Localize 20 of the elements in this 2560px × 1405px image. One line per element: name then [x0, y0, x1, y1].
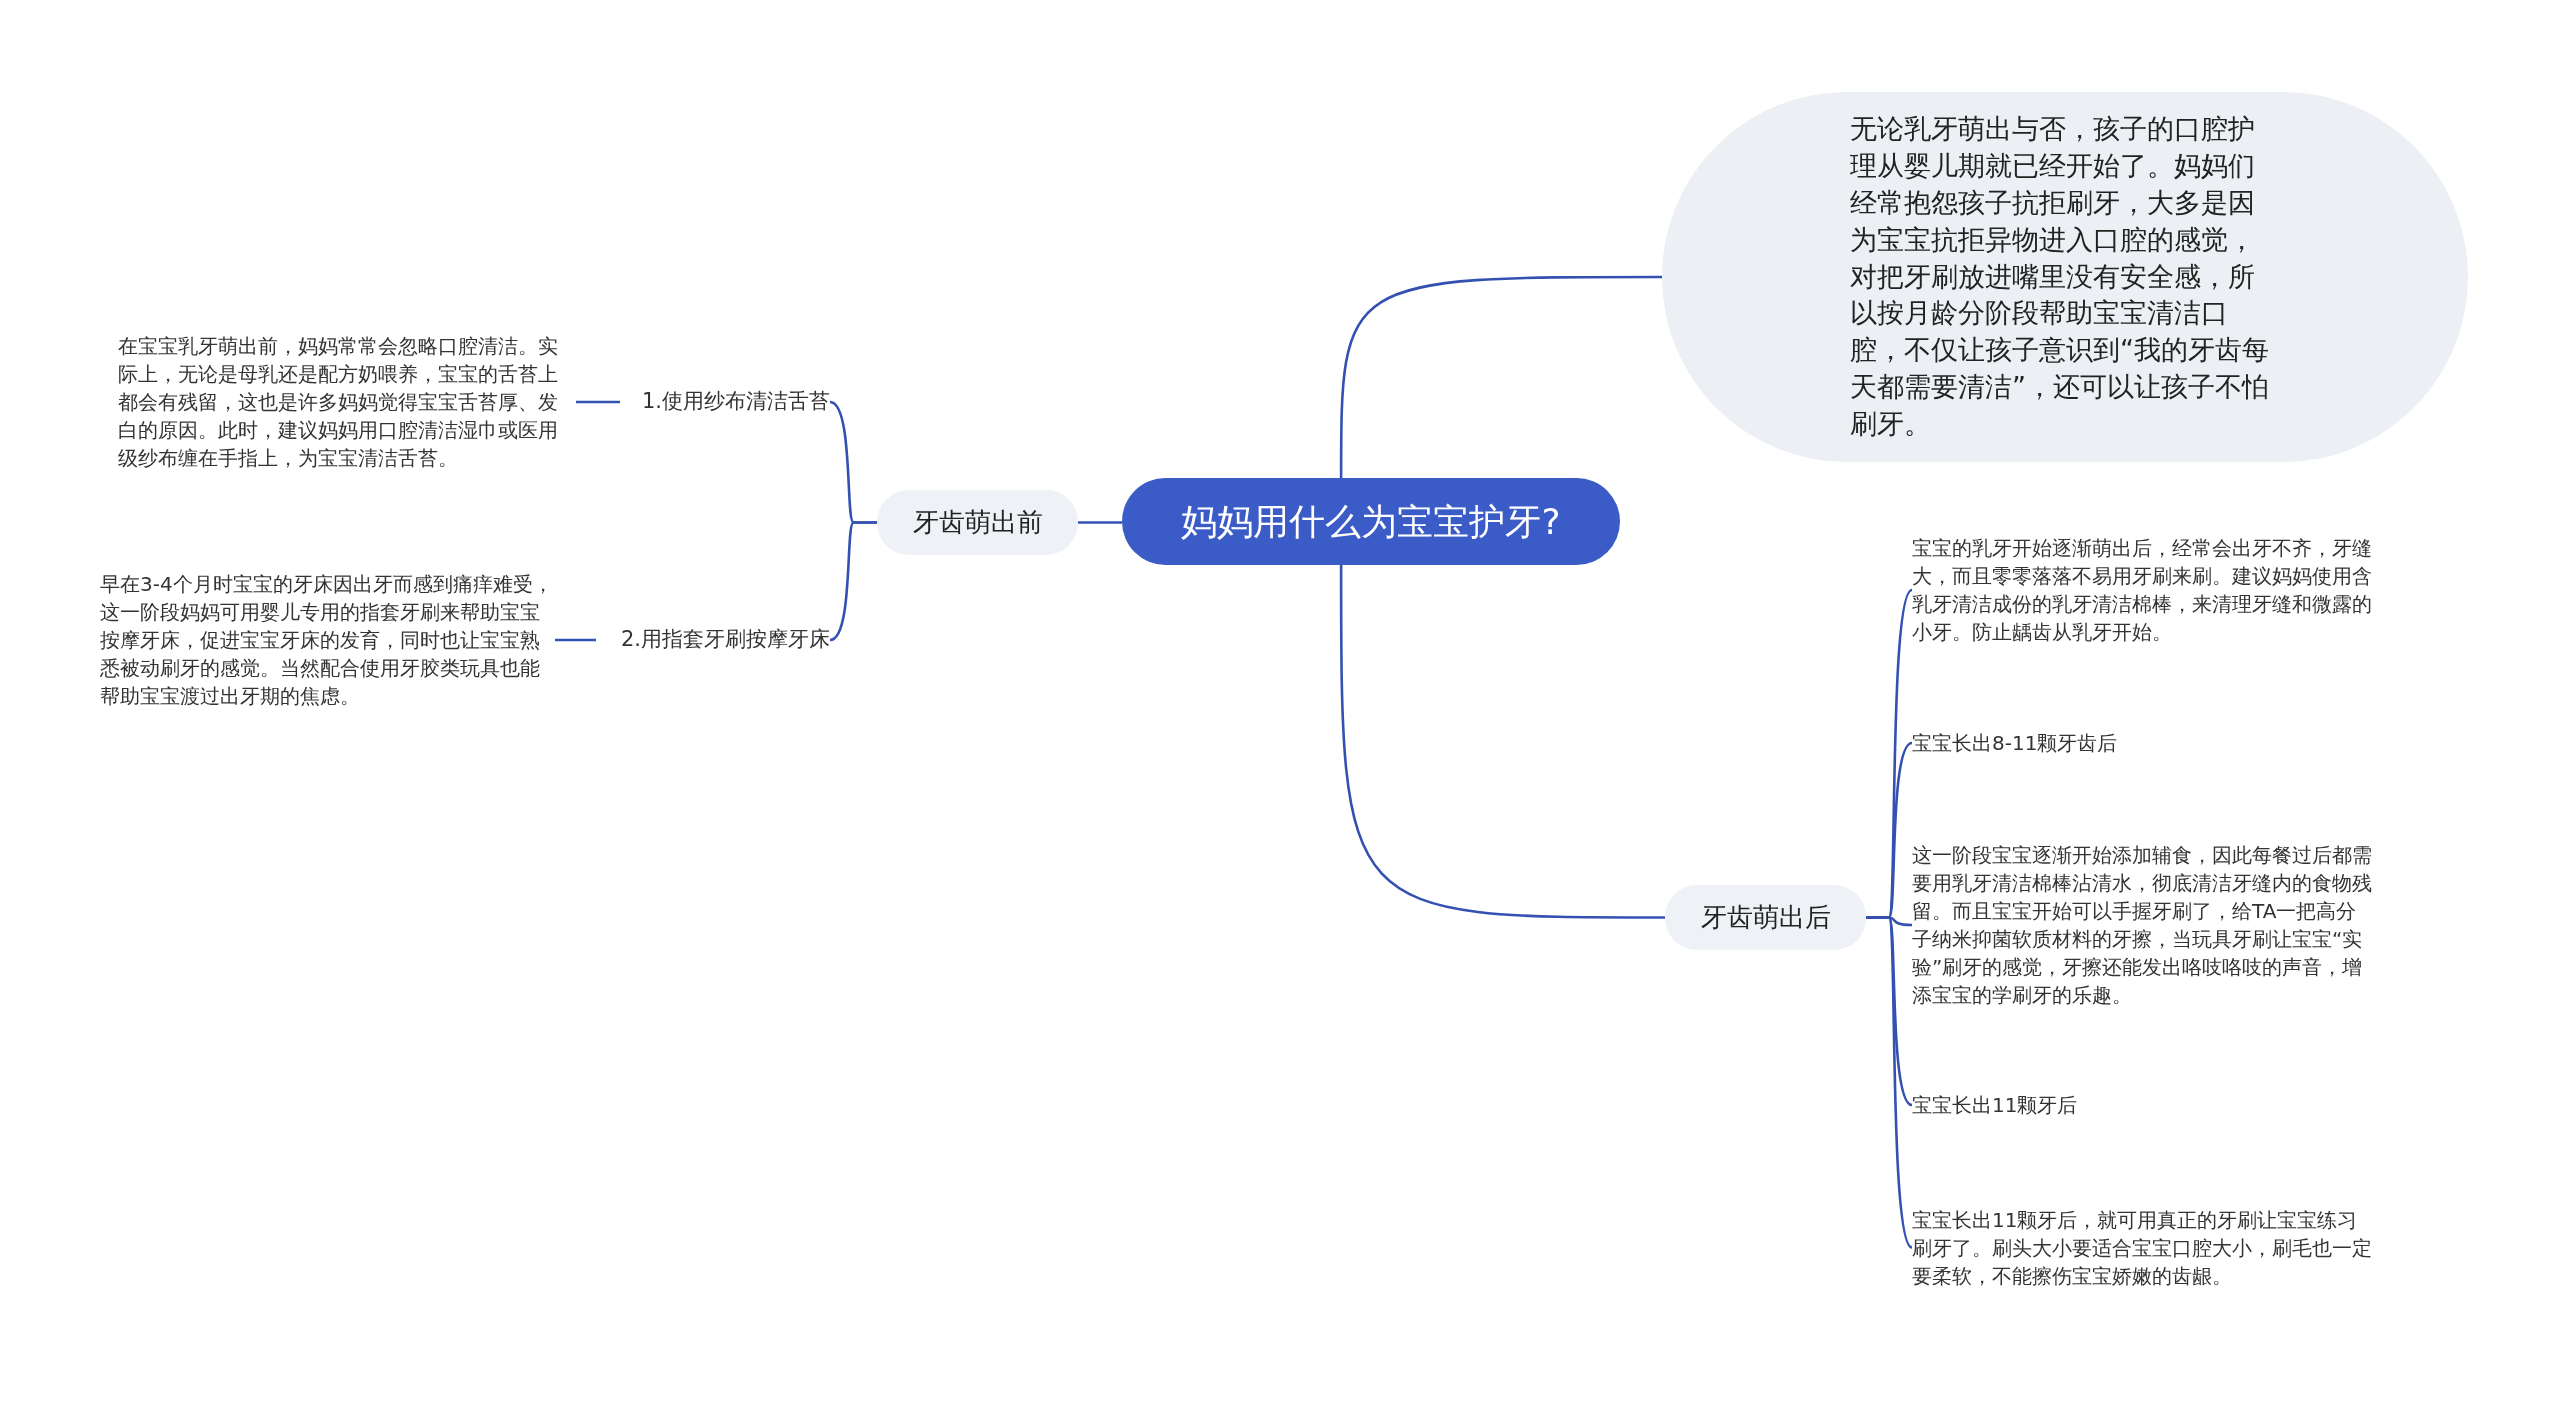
connector-line — [555, 638, 596, 642]
note-text: 宝宝长出11颗牙后 — [1912, 1085, 2372, 1125]
branch-topic: 牙齿萌出后 — [1665, 885, 1866, 950]
connector-line — [1866, 916, 1914, 1249]
connector-line — [1078, 521, 1122, 524]
note-text: 早在3-4个月时宝宝的牙床因出牙而感到痛痒难受，这一阶段妈妈可用婴儿专用的指套牙刷来帮助宝宝按摩牙床，促进宝宝牙床的发育，同时也让宝宝熟悉被动刷牙的感觉。当然配合使用牙胶类玩具也能帮助宝宝渡过出牙期的焦虑。 — [100, 550, 555, 730]
connector-line — [1339, 565, 1665, 919]
note-text: 宝宝长出11颗牙后，就可用真正的牙刷让宝宝练习刷牙了。刷头大小要适合宝宝口腔大小，刷毛也一定要柔软，不能擦伤宝宝娇嫩的齿龈。 — [1912, 1185, 2372, 1310]
connector-line — [829, 521, 877, 642]
central-topic: 妈妈用什么为宝宝护牙? — [1122, 478, 1620, 565]
note-text: 宝宝长出8-11颗牙齿后 — [1912, 723, 2372, 763]
connector-line — [576, 400, 620, 404]
note-text: 宝宝的乳牙开始逐渐萌出后，经常会出牙不齐，牙缝大，而且零零落落不易用牙刷来刷。建议妈妈使用含乳牙清洁成份的乳牙清洁棉棒，来清理牙缝和微露的小牙。防止龋齿从乳牙开始。 — [1912, 515, 2372, 665]
note-bubble: 无论乳牙萌出与否，孩子的口腔护理从婴儿期就已经开始了。妈妈们经常抱怨孩子抗拒刷牙，大多是因为宝宝抗拒异物进入口腔的感觉，对把牙刷放进嘴里没有安全感，所以按月龄分阶段帮助宝宝清洁口腔，不仅让孩子意识到“我的牙齿每天都需要清洁”，还可以让孩子不怕刷牙。 — [1662, 92, 2468, 462]
connector-line — [1339, 275, 1662, 478]
branch-topic: 牙齿萌出前 — [877, 490, 1078, 555]
note-text: 在宝宝乳牙萌出前，妈妈常常会忽略口腔清洁。实际上，无论是母乳还是配方奶喂养，宝宝的舌苔上都会有残留，这也是许多妈妈觉得宝宝舌苔厚、发白的原因。此时，建议妈妈用口腔清洁湿巾或医用级纱布缠在手指上，为宝宝清洁舌苔。 — [118, 312, 576, 492]
subtopic-text: 1.使用纱布清洁舌苔 — [620, 382, 830, 422]
subtopic-text: 2.用指套牙刷按摩牙床 — [596, 620, 830, 660]
note-text: 这一阶段宝宝逐渐开始添加辅食，因此每餐过后都需要用乳牙清洁棉棒沾清水，彻底清洁牙缝内的食物残留。而且宝宝开始可以手握牙刷了，给TA一把高分子纳米抑菌软质材料的牙擦，当玩具牙刷让宝宝“实验”刷牙的感觉，牙擦还能发出咯吱咯吱的声音，增添宝宝的学刷牙的乐趣。 — [1912, 820, 2372, 1030]
